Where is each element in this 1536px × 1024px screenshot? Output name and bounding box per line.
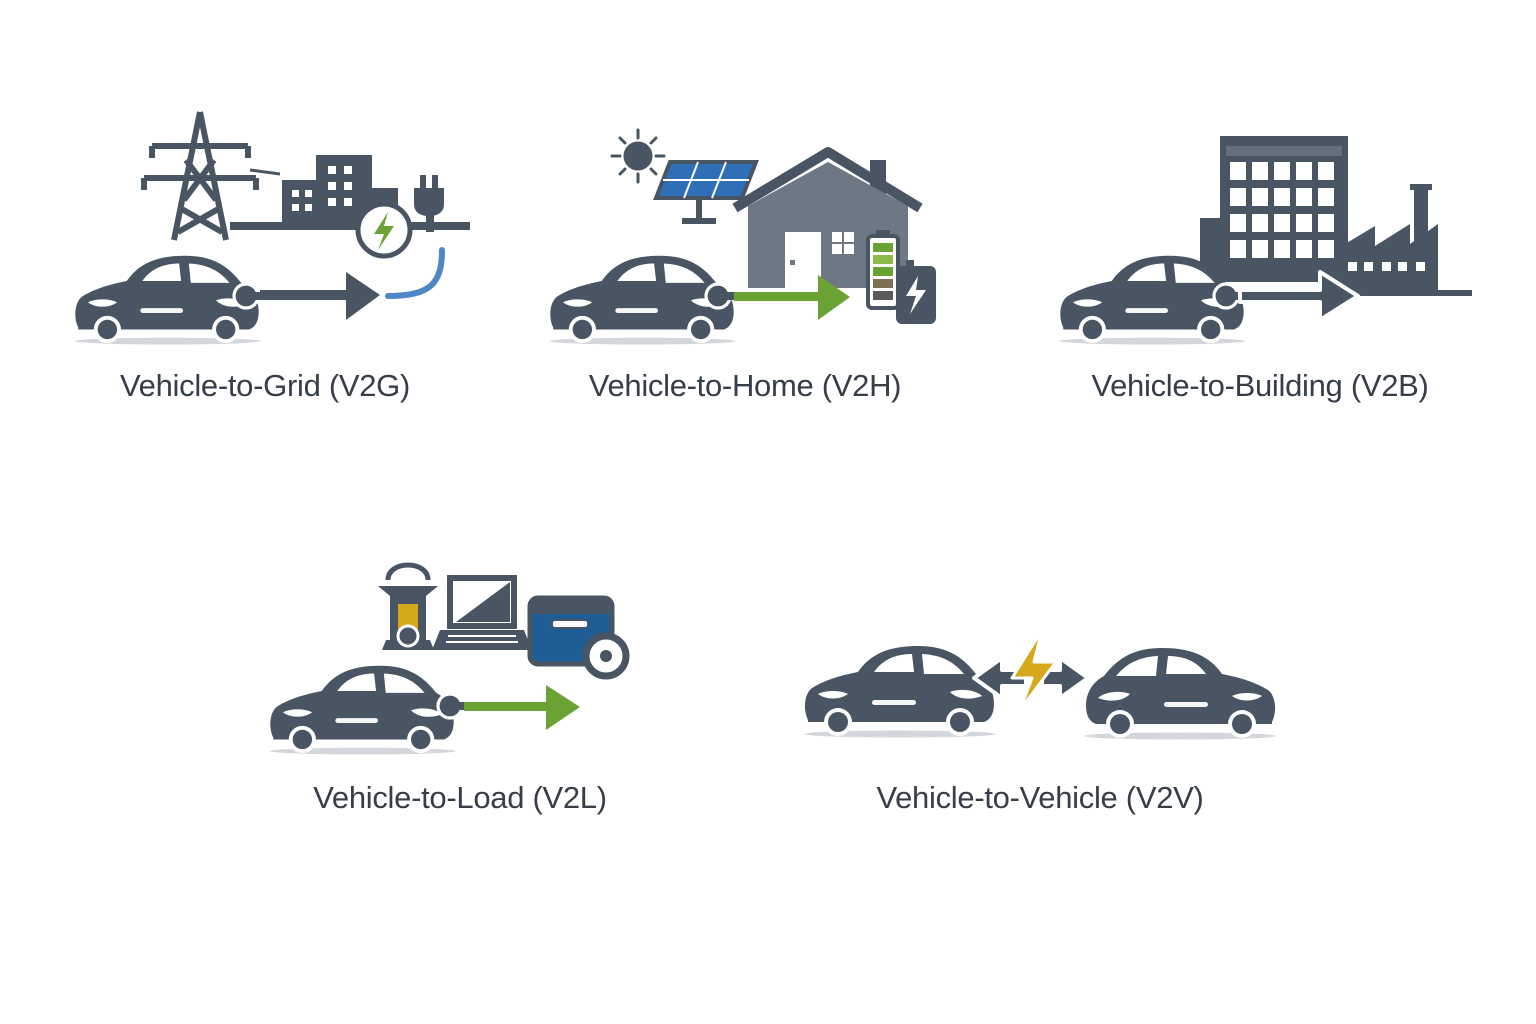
lightning-bolt-icon: [1010, 628, 1058, 712]
building-window: [1318, 214, 1334, 232]
building-window: [1296, 214, 1312, 232]
building-window: [1230, 162, 1246, 180]
v2l-illustration: [269, 562, 630, 755]
arrow-to-home-icon: [734, 275, 850, 320]
panel-v2h: Vehicle-to-Home (V2H): [520, 100, 970, 420]
building-window: [1296, 162, 1312, 180]
sun-icon: [610, 128, 666, 184]
vehicle-plug-icon: [436, 692, 466, 720]
building-window: [1252, 162, 1268, 180]
v2h-illustration: [549, 128, 936, 345]
building-window: [1318, 240, 1334, 258]
building-window: [1274, 162, 1290, 180]
building-window: [1318, 188, 1334, 206]
building-window: [1274, 240, 1290, 258]
v2h-label: Vehicle-to-Home (V2H): [588, 368, 902, 403]
v2g-illustration: [74, 111, 470, 345]
arrow-to-building-icon: [1238, 270, 1360, 322]
car-icon: [269, 665, 456, 755]
building-window: [1252, 188, 1268, 206]
car-left-icon: [804, 646, 996, 738]
lantern-icon: [378, 562, 438, 650]
factory-icon: [1330, 184, 1472, 296]
arrow-to-grid-icon: [260, 272, 380, 320]
v2v-label: Vehicle-to-Vehicle (V2V): [876, 780, 1204, 815]
building-window: [1230, 188, 1246, 206]
building-window: [1252, 214, 1268, 232]
panel-v2g: Vehicle-to-Grid (V2G): [40, 100, 490, 420]
solar-panel-icon: [653, 160, 759, 224]
panel-v2b: Vehicle-to-Building (V2B): [1030, 100, 1490, 420]
charging-bolt-icon: [355, 201, 413, 259]
arrow-to-load-icon: [464, 685, 580, 730]
building-window: [1296, 188, 1312, 206]
building-window: [1274, 214, 1290, 232]
v2b-illustration: [1059, 136, 1472, 345]
building-window: [1274, 188, 1290, 206]
transmission-tower-icon: [141, 111, 259, 241]
power-plug-icon: [414, 175, 444, 232]
car-right-icon: [1084, 648, 1276, 740]
office-building-icon: [1200, 136, 1348, 282]
cooler-box-icon: [527, 595, 630, 680]
building-window: [1296, 240, 1312, 258]
panel-v2v: Vehicle-to-Vehicle (V2V): [780, 600, 1300, 840]
building-window: [1252, 240, 1268, 258]
building-window: [1230, 240, 1246, 258]
grid-cable: [385, 247, 445, 299]
laptop-icon: [432, 575, 532, 650]
v2b-label: Vehicle-to-Building (V2B): [1091, 368, 1429, 403]
home-battery-icon: [866, 230, 936, 324]
building-window: [1230, 214, 1246, 232]
v2g-label: Vehicle-to-Grid (V2G): [119, 368, 411, 403]
panel-v2l: Vehicle-to-Load (V2L): [240, 550, 680, 840]
v2v-illustration: [804, 628, 1276, 740]
car-icon: [74, 255, 261, 345]
v2l-label: Vehicle-to-Load (V2L): [313, 780, 607, 815]
building-window: [1318, 162, 1334, 180]
